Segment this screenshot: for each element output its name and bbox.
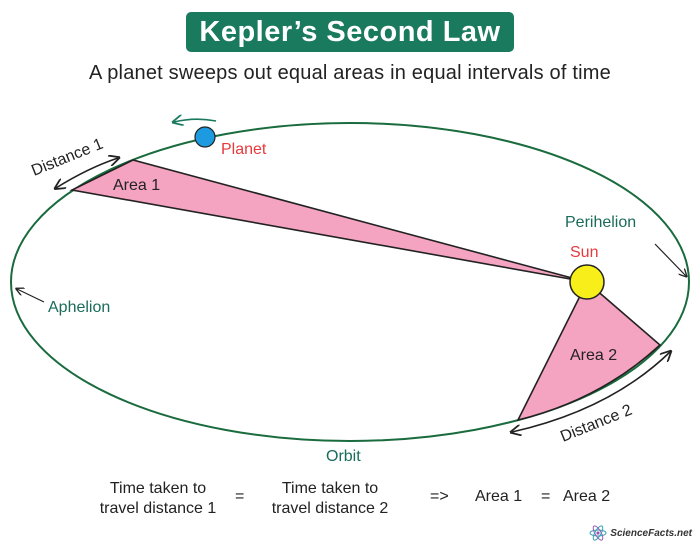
area2-label: Area 2: [570, 347, 617, 364]
distance2-arrow: [512, 352, 670, 432]
equation-right-line2: travel distance 2: [271, 500, 389, 517]
planet-direction-arrow: [174, 119, 217, 122]
perihelion-label: Perihelion: [565, 214, 636, 231]
equation-left-line1: Time taken to: [109, 480, 207, 497]
planet-label: Planet: [221, 141, 267, 158]
equation-left: Time taken to travel distance 1: [78, 479, 238, 519]
equation-area2: Area 2: [563, 488, 611, 505]
distance1-arrow: [56, 158, 118, 188]
distance1-label: Distance 1: [29, 136, 106, 180]
sun-icon: [569, 264, 605, 300]
aphelion-label: Aphelion: [48, 299, 110, 316]
atom-icon: [589, 525, 607, 541]
equals-sign-1: =: [235, 488, 245, 505]
planet-icon: [194, 126, 216, 148]
perihelion-pointer: [654, 243, 686, 276]
area1-label: Area 1: [113, 177, 160, 194]
equals-sign-2: =: [541, 488, 551, 505]
logo-text: ScienceFacts.net: [610, 527, 692, 539]
distance2-label: Distance 2: [558, 402, 635, 446]
sciencefacts-logo: ScienceFacts.net: [589, 524, 692, 542]
orbit-ellipse: [10, 122, 690, 442]
equation-left-line2: travel distance 1: [99, 500, 217, 517]
title-banner: Kepler’s Second Law: [186, 12, 514, 52]
orbit-label: Orbit: [326, 448, 361, 465]
equation-right: Time taken to travel distance 2: [250, 479, 410, 519]
equation-right-line1: Time taken to: [281, 480, 379, 497]
implies-sign: =>: [430, 488, 449, 505]
aphelion-pointer: [17, 289, 45, 303]
subtitle: A planet sweeps out equal areas in equal…: [89, 62, 611, 84]
page-title: Kepler’s Second Law: [199, 15, 501, 48]
sun-label: Sun: [570, 244, 598, 261]
equation-area1: Area 1: [475, 488, 523, 505]
